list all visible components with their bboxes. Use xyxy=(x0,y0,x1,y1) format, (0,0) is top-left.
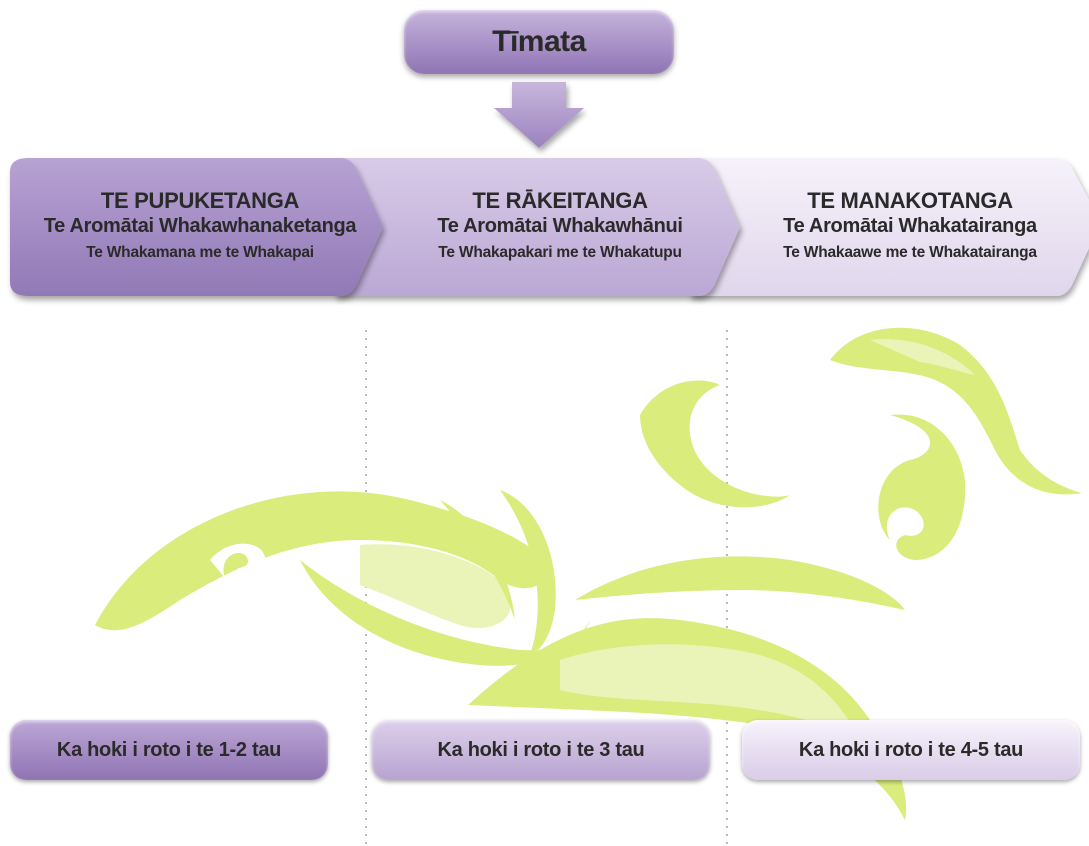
phase-chevron-3 xyxy=(690,158,1089,296)
footer-box-2: Ka hoki i roto i te 3 tau xyxy=(372,720,710,780)
footer-box-1: Ka hoki i roto i te 1-2 tau xyxy=(10,720,328,780)
phase-1-text: TE PUPUKETANGA Te Aromātai Whakawhanaket… xyxy=(40,188,360,262)
phase-2-detail: Te Whakapakari me te Whakatupu xyxy=(438,244,682,262)
down-arrow xyxy=(494,82,584,148)
koru-motif-left xyxy=(95,490,590,666)
phase-chevron-2 xyxy=(335,158,740,296)
phase-3-title: TE MANAKOTANGA xyxy=(807,188,1013,213)
phase-1-detail: Te Whakamana me te Whakapai xyxy=(86,244,314,262)
footer-label-1: Ka hoki i roto i te 1-2 tau xyxy=(56,738,282,761)
footer-label-3: Ka hoki i roto i te 4-5 tau xyxy=(798,738,1024,761)
start-label: Tīmata xyxy=(492,25,586,58)
phase-1-title: TE PUPUKETANGA xyxy=(100,188,300,213)
phase-2-subtitle: Te Aromātai Whakawhānui xyxy=(437,215,683,238)
phase-3-detail: Te Whakaawe me te Whakatairanga xyxy=(783,244,1037,262)
phase-3-text: TE MANAKOTANGA Te Aromātai Whakatairanga… xyxy=(758,188,1062,262)
phase-2-title: TE RĀKEITANGA xyxy=(472,188,648,213)
phase-2-text: TE RĀKEITANGA Te Aromātai Whakawhānui Te… xyxy=(410,188,710,262)
phase-1-subtitle: Te Aromātai Whakawhanaketanga xyxy=(43,215,357,238)
phase-chevron-1 xyxy=(10,158,383,296)
footer-label-2: Ka hoki i roto i te 3 tau xyxy=(437,738,645,761)
footer-box-3: Ka hoki i roto i te 4-5 tau xyxy=(742,720,1080,780)
start-box: Tīmata xyxy=(404,10,674,74)
phase-3-subtitle: Te Aromātai Whakatairanga xyxy=(783,215,1037,238)
koru-motif-right xyxy=(468,327,1082,820)
